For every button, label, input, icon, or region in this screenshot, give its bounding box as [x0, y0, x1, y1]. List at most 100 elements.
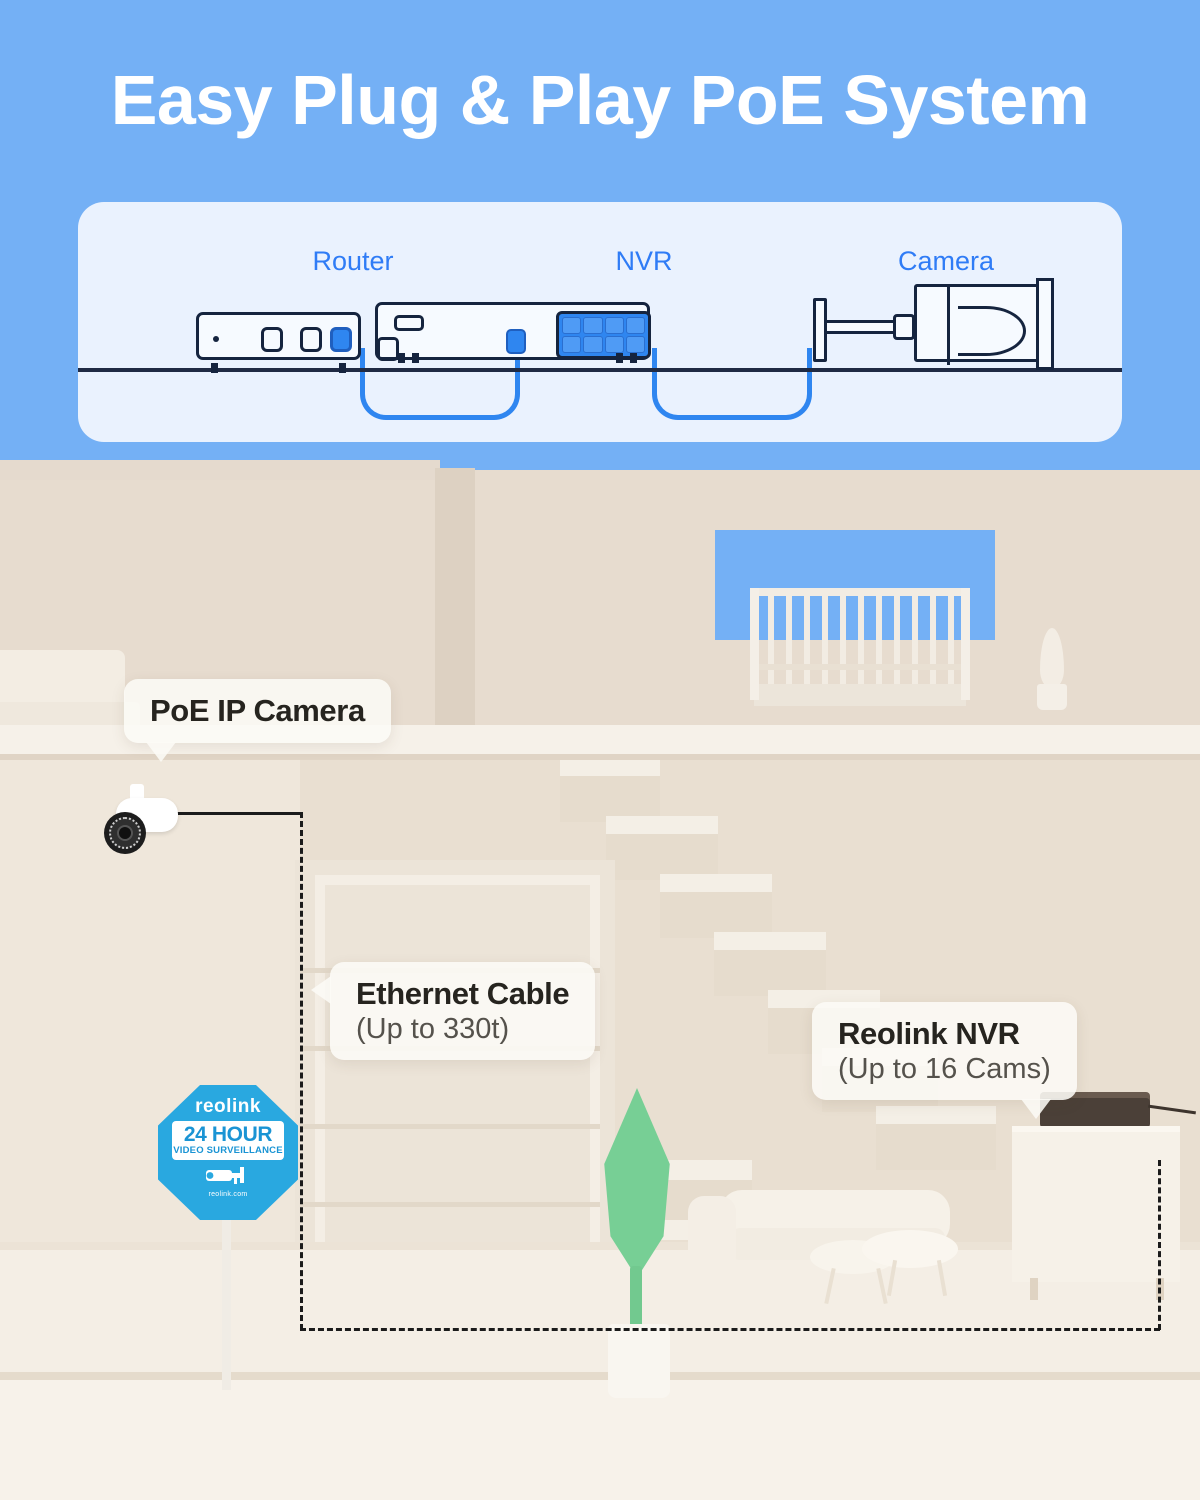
- sign-octagon: reolink 24 HOUR VIDEO SURVEILLANCE reoli…: [158, 1085, 298, 1220]
- nvr-icon: [375, 302, 651, 363]
- poe-port: [583, 317, 603, 334]
- nvr-foot-left: [398, 353, 405, 363]
- sign-text-plate: 24 HOUR VIDEO SURVEILLANCE: [172, 1121, 284, 1160]
- poe-port: [562, 336, 582, 353]
- callout-tail: [1020, 1099, 1051, 1119]
- router-port-2: [300, 327, 322, 352]
- diagram-label-router: Router: [312, 246, 394, 276]
- router-foot-right: [339, 363, 346, 373]
- sign-url-label: reolink.com: [208, 1191, 248, 1198]
- crib-base: [754, 684, 966, 706]
- cable-run-horizontal-top: [172, 812, 302, 815]
- router-port-active: [330, 327, 352, 352]
- callout-poe-ip-camera: PoE IP Camera: [124, 679, 391, 762]
- camera-knuckle: [893, 314, 915, 340]
- nvr-poe-port-bank: [556, 311, 651, 359]
- crib-post-right: [961, 588, 970, 700]
- callout-title: Ethernet Cable: [356, 976, 570, 1011]
- sign-post: [222, 1205, 231, 1390]
- panel-line: [300, 1124, 600, 1129]
- page-title: Easy Plug & Play PoE System: [110, 61, 1090, 139]
- header-banner: Easy Plug & Play PoE System Router NVR C…: [0, 0, 1200, 470]
- leaf-plant-icon: [588, 1088, 684, 1398]
- poe-port: [562, 317, 582, 334]
- upper-floor-edge: [0, 754, 1200, 764]
- nvr-wan-port: [506, 329, 526, 354]
- nvr-box-icon: [1040, 1098, 1150, 1128]
- cable-run-riser-to-nvr: [1158, 1160, 1161, 1330]
- reolink-yard-sign: reolink 24 HOUR VIDEO SURVEILLANCE reoli…: [158, 1085, 298, 1390]
- mid-wall-frame: [315, 875, 600, 1500]
- cabinet-icon: [1012, 1132, 1180, 1282]
- cabinet-leg: [1030, 1278, 1038, 1300]
- plant-pot: [608, 1324, 670, 1398]
- nvr-square-icon: [377, 337, 399, 361]
- callout-tail: [146, 742, 176, 762]
- sign-brand-label: reolink: [195, 1096, 261, 1117]
- callout-tail: [311, 976, 331, 1004]
- router-led-icon: [213, 336, 219, 342]
- upper-furniture-block-1: [0, 650, 125, 708]
- callout-ethernet-cable: Ethernet Cable (Up to 330t): [311, 962, 596, 1060]
- crib-bar: [894, 592, 900, 688]
- railing-icon: [750, 588, 970, 706]
- nvr-foot-right: [616, 353, 623, 363]
- connection-diagram-card: Router NVR Camera: [78, 202, 1122, 442]
- sign-headline: 24 HOUR: [183, 1123, 273, 1146]
- crib-bar: [930, 592, 936, 688]
- crib-bar: [840, 592, 846, 688]
- callout-subtitle: (Up to 16 Cams): [838, 1053, 1051, 1085]
- crib-bar: [876, 592, 882, 688]
- crib-bar: [786, 592, 792, 688]
- cable-nvr-to-camera: [652, 348, 812, 420]
- router-port-1: [261, 327, 283, 352]
- router-foot-left: [211, 363, 218, 373]
- sign-subline: VIDEO SURVEILLANCE: [173, 1145, 283, 1156]
- poe-port: [625, 336, 645, 353]
- callout-subtitle: (Up to 330t): [356, 1013, 510, 1045]
- ceiling-column: [435, 468, 475, 768]
- crib-bar: [768, 592, 774, 688]
- plant-icon: [1030, 628, 1074, 710]
- surveillance-camera-icon: [204, 1165, 252, 1189]
- crib-bar: [822, 592, 828, 688]
- poe-port: [604, 336, 624, 353]
- cable-router-to-nvr: [360, 348, 520, 420]
- floor-step-edge: [0, 1372, 1200, 1382]
- camera-body-divider: [947, 287, 950, 365]
- foreground-floor: [0, 1380, 1200, 1500]
- poe-port: [583, 336, 603, 353]
- cable-run-floor: [300, 1328, 1160, 1331]
- crib-bar: [912, 592, 918, 688]
- crib-mattress-line: [750, 664, 970, 670]
- ground-line: [78, 368, 1122, 372]
- table-icon: [862, 1230, 958, 1268]
- router-icon: [196, 312, 361, 373]
- crib-bar: [948, 592, 954, 688]
- crib-bar: [804, 592, 810, 688]
- sofa-arm: [688, 1196, 736, 1272]
- camera-sun-hood: [1036, 278, 1054, 370]
- diagram-label-camera: Camera: [897, 246, 995, 276]
- crib-bar: [858, 592, 864, 688]
- topiary-pot: [1037, 684, 1067, 710]
- cable-run-vertical: [300, 812, 303, 1330]
- callout-title: Reolink NVR: [838, 1016, 1020, 1051]
- callout-title: PoE IP Camera: [150, 693, 365, 728]
- panel-line: [300, 1202, 600, 1207]
- camera-bracket-arm: [827, 320, 897, 334]
- callout-reolink-nvr: Reolink NVR (Up to 16 Cams): [812, 1002, 1077, 1119]
- nvr-slot-icon: [394, 315, 424, 331]
- poe-port: [625, 317, 645, 334]
- crib-post-left: [750, 588, 759, 700]
- poe-port: [604, 317, 624, 334]
- room-scene: reolink 24 HOUR VIDEO SURVEILLANCE reoli…: [0, 460, 1200, 1500]
- nvr-foot-left2: [412, 353, 419, 363]
- nvr-foot-right2: [630, 353, 637, 363]
- camera-lens: [117, 825, 133, 841]
- wall-camera: [102, 784, 180, 854]
- camera-lens-flare: [958, 306, 1026, 356]
- plant-leaf: [604, 1088, 670, 1278]
- left-ceiling: [0, 460, 440, 480]
